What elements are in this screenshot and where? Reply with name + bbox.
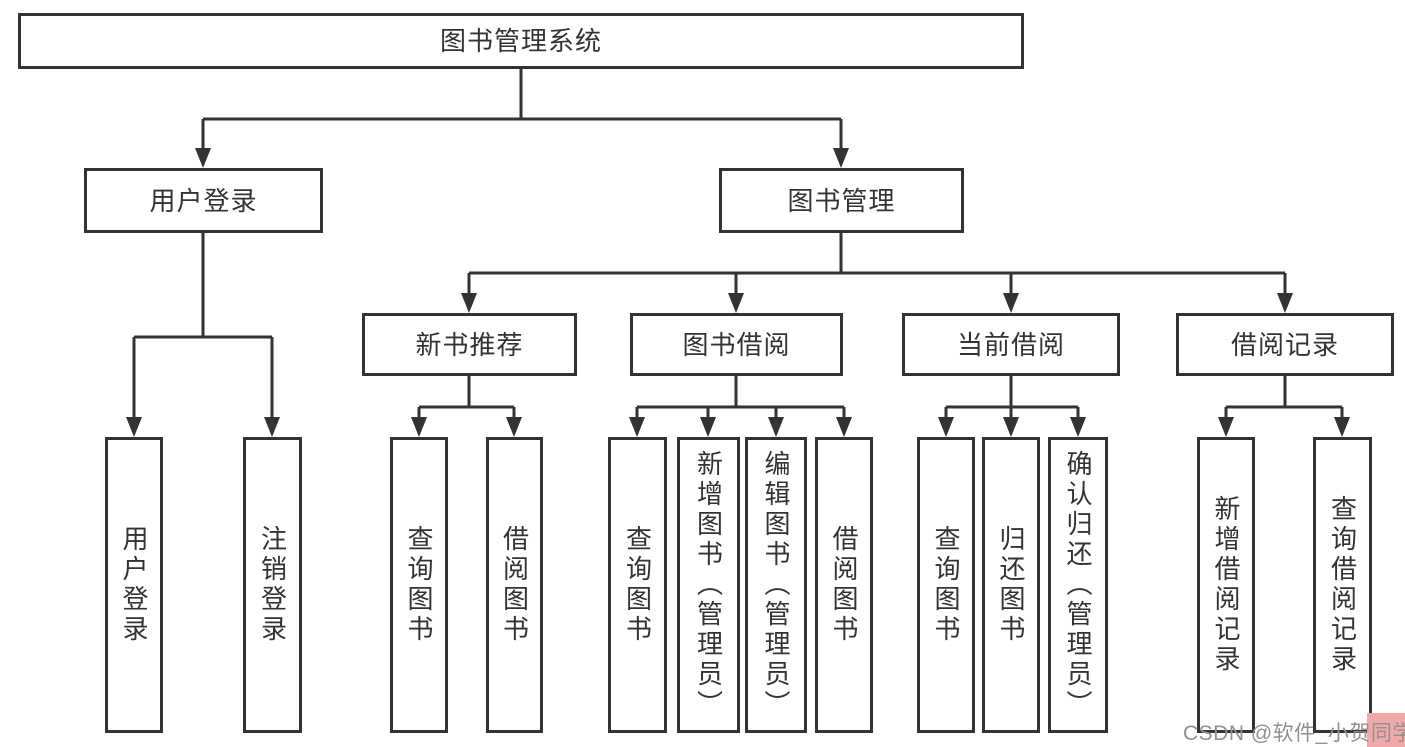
- node-user-login-label: 用户登录: [149, 185, 258, 216]
- node-user-login: 用户登录: [84, 168, 323, 233]
- leaf-cb-return-books: 归还图书: [982, 437, 1040, 733]
- leaf-user-login-label: 用户登录: [119, 525, 149, 645]
- node-book-borrowing-label: 图书借阅: [682, 329, 791, 360]
- leaf-logout-label: 注销登录: [257, 525, 288, 645]
- leaf-logout: 注销登录: [243, 437, 302, 733]
- leaf-bb-edit-book-admin-label: 编辑图书（管理员）: [761, 450, 791, 720]
- leaf-bb-add-book-admin-label: 新增图书（管理员）: [693, 450, 724, 720]
- arrowhead-icons: [126, 148, 1350, 437]
- leaf-bb-borrow-books-label: 借阅图书: [829, 525, 859, 645]
- leaf-nbr-borrow-books: 借阅图书: [486, 437, 543, 733]
- leaf-bb-query-books-label: 查询图书: [622, 525, 653, 645]
- leaf-cb-return-books-label: 归还图书: [996, 525, 1026, 645]
- watermark: CSDN @软件_小贺同学: [1183, 722, 1405, 745]
- leaf-bb-borrow-books: 借阅图书: [815, 437, 873, 733]
- leaf-br-query-record-label: 查询借阅记录: [1327, 495, 1358, 675]
- leaf-cb-confirm-return-admin: 确认归还（管理员）: [1048, 437, 1108, 733]
- leaf-bb-add-book-admin: 新增图书（管理员）: [677, 437, 740, 733]
- node-root-label: 图书管理系统: [439, 26, 602, 56]
- leaf-br-query-record: 查询借阅记录: [1313, 437, 1372, 733]
- node-borrowing-records-label: 借阅记录: [1230, 329, 1339, 360]
- leaf-bb-edit-book-admin: 编辑图书（管理员）: [745, 437, 807, 733]
- leaf-nbr-borrow-books-label: 借阅图书: [499, 525, 530, 645]
- leaf-cb-query-books-label: 查询图书: [931, 525, 961, 645]
- leaf-bb-query-books: 查询图书: [608, 437, 667, 733]
- leaf-br-add-record: 新增借阅记录: [1197, 437, 1255, 733]
- leaf-user-login: 用户登录: [105, 437, 163, 733]
- node-borrowing-records: 借阅记录: [1176, 313, 1394, 376]
- node-book-management: 图书管理: [719, 168, 964, 233]
- leaf-nbr-query-books: 查询图书: [390, 437, 448, 733]
- node-book-borrowing: 图书借阅: [630, 313, 843, 376]
- leaf-cb-query-books: 查询图书: [917, 437, 975, 733]
- node-current-borrowing: 当前借阅: [902, 313, 1120, 376]
- leaf-nbr-query-books-label: 查询图书: [404, 525, 434, 645]
- node-new-book-recommendation: 新书推荐: [362, 313, 577, 376]
- node-current-borrowing-label: 当前借阅: [956, 329, 1065, 360]
- leaf-cb-confirm-return-admin-label: 确认归还（管理员）: [1063, 450, 1093, 720]
- node-book-management-label: 图书管理: [787, 185, 896, 216]
- watermark-highlight: [1367, 713, 1405, 747]
- leaf-br-add-record-label: 新增借阅记录: [1211, 495, 1241, 675]
- node-root: 图书管理系统: [18, 13, 1024, 69]
- connector-stems: [132, 69, 1344, 419]
- node-new-book-recommendation-label: 新书推荐: [415, 329, 524, 360]
